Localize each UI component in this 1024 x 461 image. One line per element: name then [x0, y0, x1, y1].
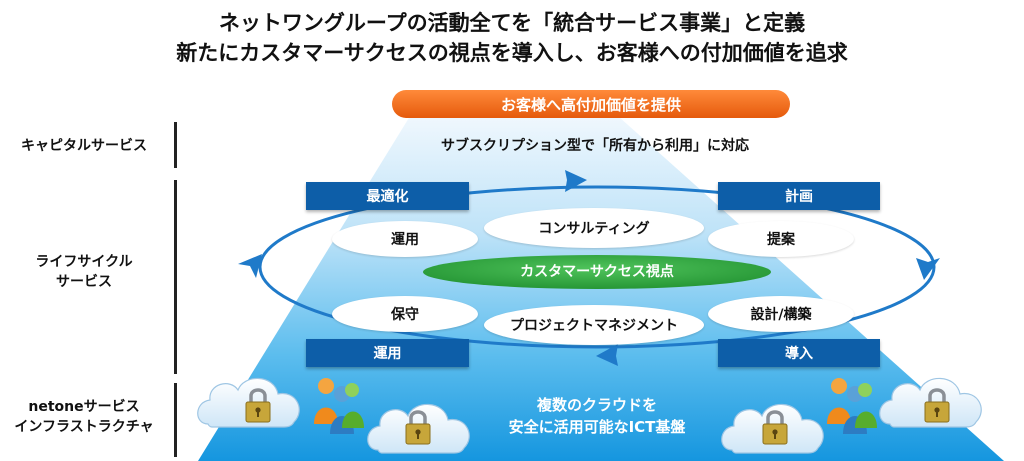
label-netone-line-1: netoneサービス [28, 399, 140, 415]
divider-capital [174, 122, 177, 168]
arrow-left-icon [238, 254, 262, 278]
customer-success-ellipse [423, 255, 771, 289]
label-netone-line-2: インフラストラクチャ [14, 419, 154, 435]
arrow-right-icon [916, 258, 940, 280]
divider-lifecycle [174, 180, 177, 374]
label-lifecycle-line-2: サービス [56, 274, 112, 290]
pill-consulting: コンサルティング [484, 208, 704, 248]
infra-text-line-1: 複数のクラウドを [536, 396, 657, 414]
label-capital-service: キャピタルサービス [21, 138, 147, 154]
stage-introduce: 導入 [718, 339, 880, 367]
arrow-top-icon [565, 170, 587, 192]
arrow-bottom-icon [596, 344, 618, 366]
stage-optimize: 最適化 [306, 182, 469, 210]
pill-operation: 運用 [332, 221, 478, 257]
infra-text-line-2: 安全に活用可能なICT基盤 [508, 418, 686, 436]
pill-project-management: プロジェクトマネジメント [484, 305, 704, 345]
customer-success-text: カスタマーサクセス視点 [520, 264, 674, 280]
divider-netone [174, 383, 177, 457]
capital-service-text: サブスクリプション型で「所有から利用」に対応 [441, 138, 749, 154]
label-lifecycle-line-1: ライフサイクル [35, 254, 133, 270]
stage-operate: 運用 [306, 339, 469, 367]
headline-line-2: 新たにカスタマーサクセスの視点を導入し、お客様への付加価値を追求 [176, 41, 848, 65]
value-banner [392, 90, 790, 118]
lifecycle-ring [258, 185, 936, 349]
value-banner-text: お客様へ高付加価値を提供 [500, 95, 681, 114]
stage-plan: 計画 [718, 182, 880, 210]
pill-proposal: 提案 [708, 221, 854, 257]
pill-design-build: 設計/構築 [708, 296, 854, 332]
headline-line-1: ネットワングループの活動全てを「統合サービス事業」と定義 [218, 11, 806, 35]
pill-maintenance: 保守 [332, 296, 478, 332]
